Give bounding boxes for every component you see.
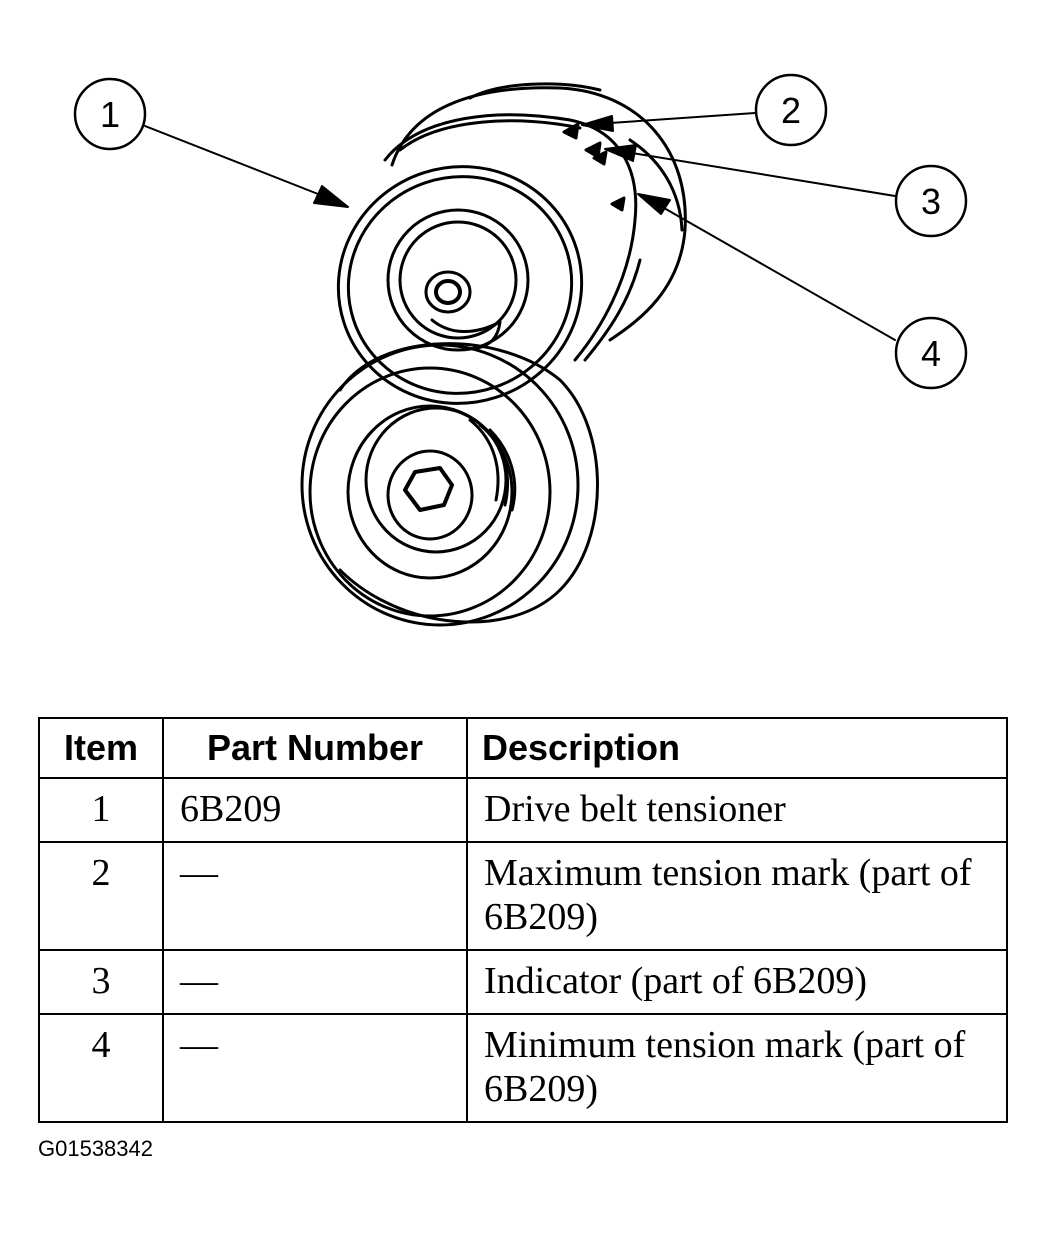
cell-part-number: —: [162, 841, 468, 951]
table-header-row: Item Part Number Description: [38, 717, 1008, 779]
table-row: 4 — Minimum tension mark (part of 6B209): [38, 1013, 1008, 1123]
svg-text:1: 1: [100, 94, 120, 135]
header-part-number: Part Number: [162, 717, 468, 779]
cell-description: Indicator (part of 6B209): [466, 949, 1008, 1015]
callout-3: 3: [894, 164, 968, 238]
tensioner-diagram: 1 2 3 4: [73, 73, 968, 627]
table-row: 2 — Maximum tension mark (part of 6B209): [38, 841, 1008, 951]
cell-item: 2: [38, 841, 164, 951]
header-item: Item: [38, 717, 164, 779]
cell-item: 4: [38, 1013, 164, 1123]
callout-4: 4: [894, 316, 968, 390]
tension-scale-marks: [562, 122, 626, 212]
table-row: 1 6B209 Drive belt tensioner: [38, 777, 1008, 843]
parts-table: Item Part Number Description 1 6B209 Dri…: [38, 717, 1008, 1123]
figure-id: G01538342: [38, 1136, 153, 1161]
upper-pulley: [336, 165, 584, 405]
svg-text:4: 4: [921, 333, 941, 374]
svg-text:3: 3: [921, 181, 941, 222]
cell-item: 3: [38, 949, 164, 1015]
callout-1: 1: [73, 77, 147, 151]
leader-lines: [144, 112, 896, 341]
cell-part-number: —: [162, 1013, 468, 1123]
cell-item: 1: [38, 777, 164, 843]
callout-2: 2: [754, 73, 828, 147]
cell-description: Minimum tension mark (part of 6B209): [466, 1013, 1008, 1123]
svg-text:2: 2: [781, 90, 801, 131]
tensioner-housing: [383, 82, 687, 362]
lower-pulley: [300, 342, 599, 627]
cell-part-number: —: [162, 949, 468, 1015]
cell-part-number: 6B209: [162, 777, 468, 843]
table-row: 3 — Indicator (part of 6B209): [38, 949, 1008, 1015]
cell-description: Maximum tension mark (part of 6B209): [466, 841, 1008, 951]
cell-description: Drive belt tensioner: [466, 777, 1008, 843]
header-description: Description: [466, 717, 1008, 779]
